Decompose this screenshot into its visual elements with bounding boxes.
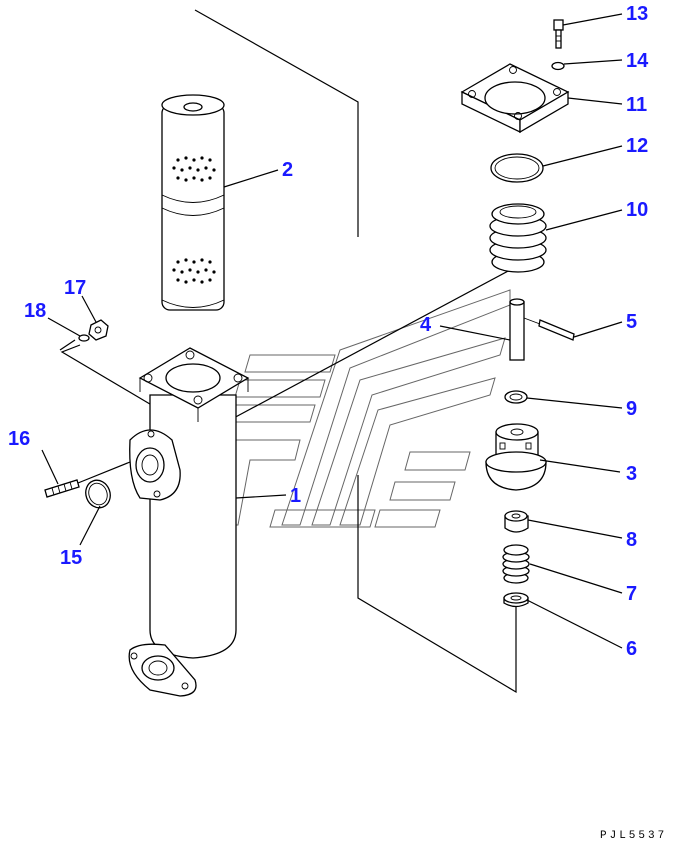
drawing-code: PJL5537 xyxy=(600,830,667,842)
callout-3: 3 xyxy=(626,463,637,485)
assembly-lines xyxy=(59,9,517,694)
callout-labels: 1 2 3 4 5 6 7 8 9 10 11 12 13 14 15 16 1… xyxy=(8,3,649,660)
spring-washer xyxy=(551,61,565,71)
callout-4: 4 xyxy=(420,314,432,336)
cover-o-ring xyxy=(490,153,544,183)
callout-6: 6 xyxy=(626,638,637,660)
valve xyxy=(504,510,529,533)
callout-12: 12 xyxy=(626,135,648,157)
callout-17: 17 xyxy=(64,277,86,299)
washer xyxy=(78,334,90,342)
nut xyxy=(88,319,109,341)
valve-spring xyxy=(502,544,530,584)
callout-15: 15 xyxy=(60,547,82,569)
callout-8: 8 xyxy=(626,529,637,551)
callout-2: 2 xyxy=(282,159,293,181)
filter-element xyxy=(161,94,225,311)
rod xyxy=(509,298,541,361)
callout-13: 13 xyxy=(626,3,648,25)
callout-16: 16 xyxy=(8,428,30,450)
watermark-logo xyxy=(204,289,511,528)
main-spring xyxy=(489,203,547,273)
cover xyxy=(460,63,570,134)
seal-washer xyxy=(504,390,528,404)
callout-5: 5 xyxy=(626,311,637,333)
cap-bolt xyxy=(553,19,564,49)
valve-seat xyxy=(503,592,529,608)
leader-lines xyxy=(41,13,623,649)
valve-body xyxy=(485,423,547,491)
callout-9: 9 xyxy=(626,398,637,420)
callout-1: 1 xyxy=(290,485,301,507)
callout-11: 11 xyxy=(626,94,647,116)
callout-18: 18 xyxy=(24,300,46,322)
pin xyxy=(538,319,575,341)
callout-7: 7 xyxy=(626,583,637,605)
filter-case xyxy=(128,347,250,697)
stud-bolt xyxy=(44,461,131,498)
o-ring xyxy=(85,479,111,509)
callout-10: 10 xyxy=(626,199,648,221)
callout-14: 14 xyxy=(626,50,649,72)
